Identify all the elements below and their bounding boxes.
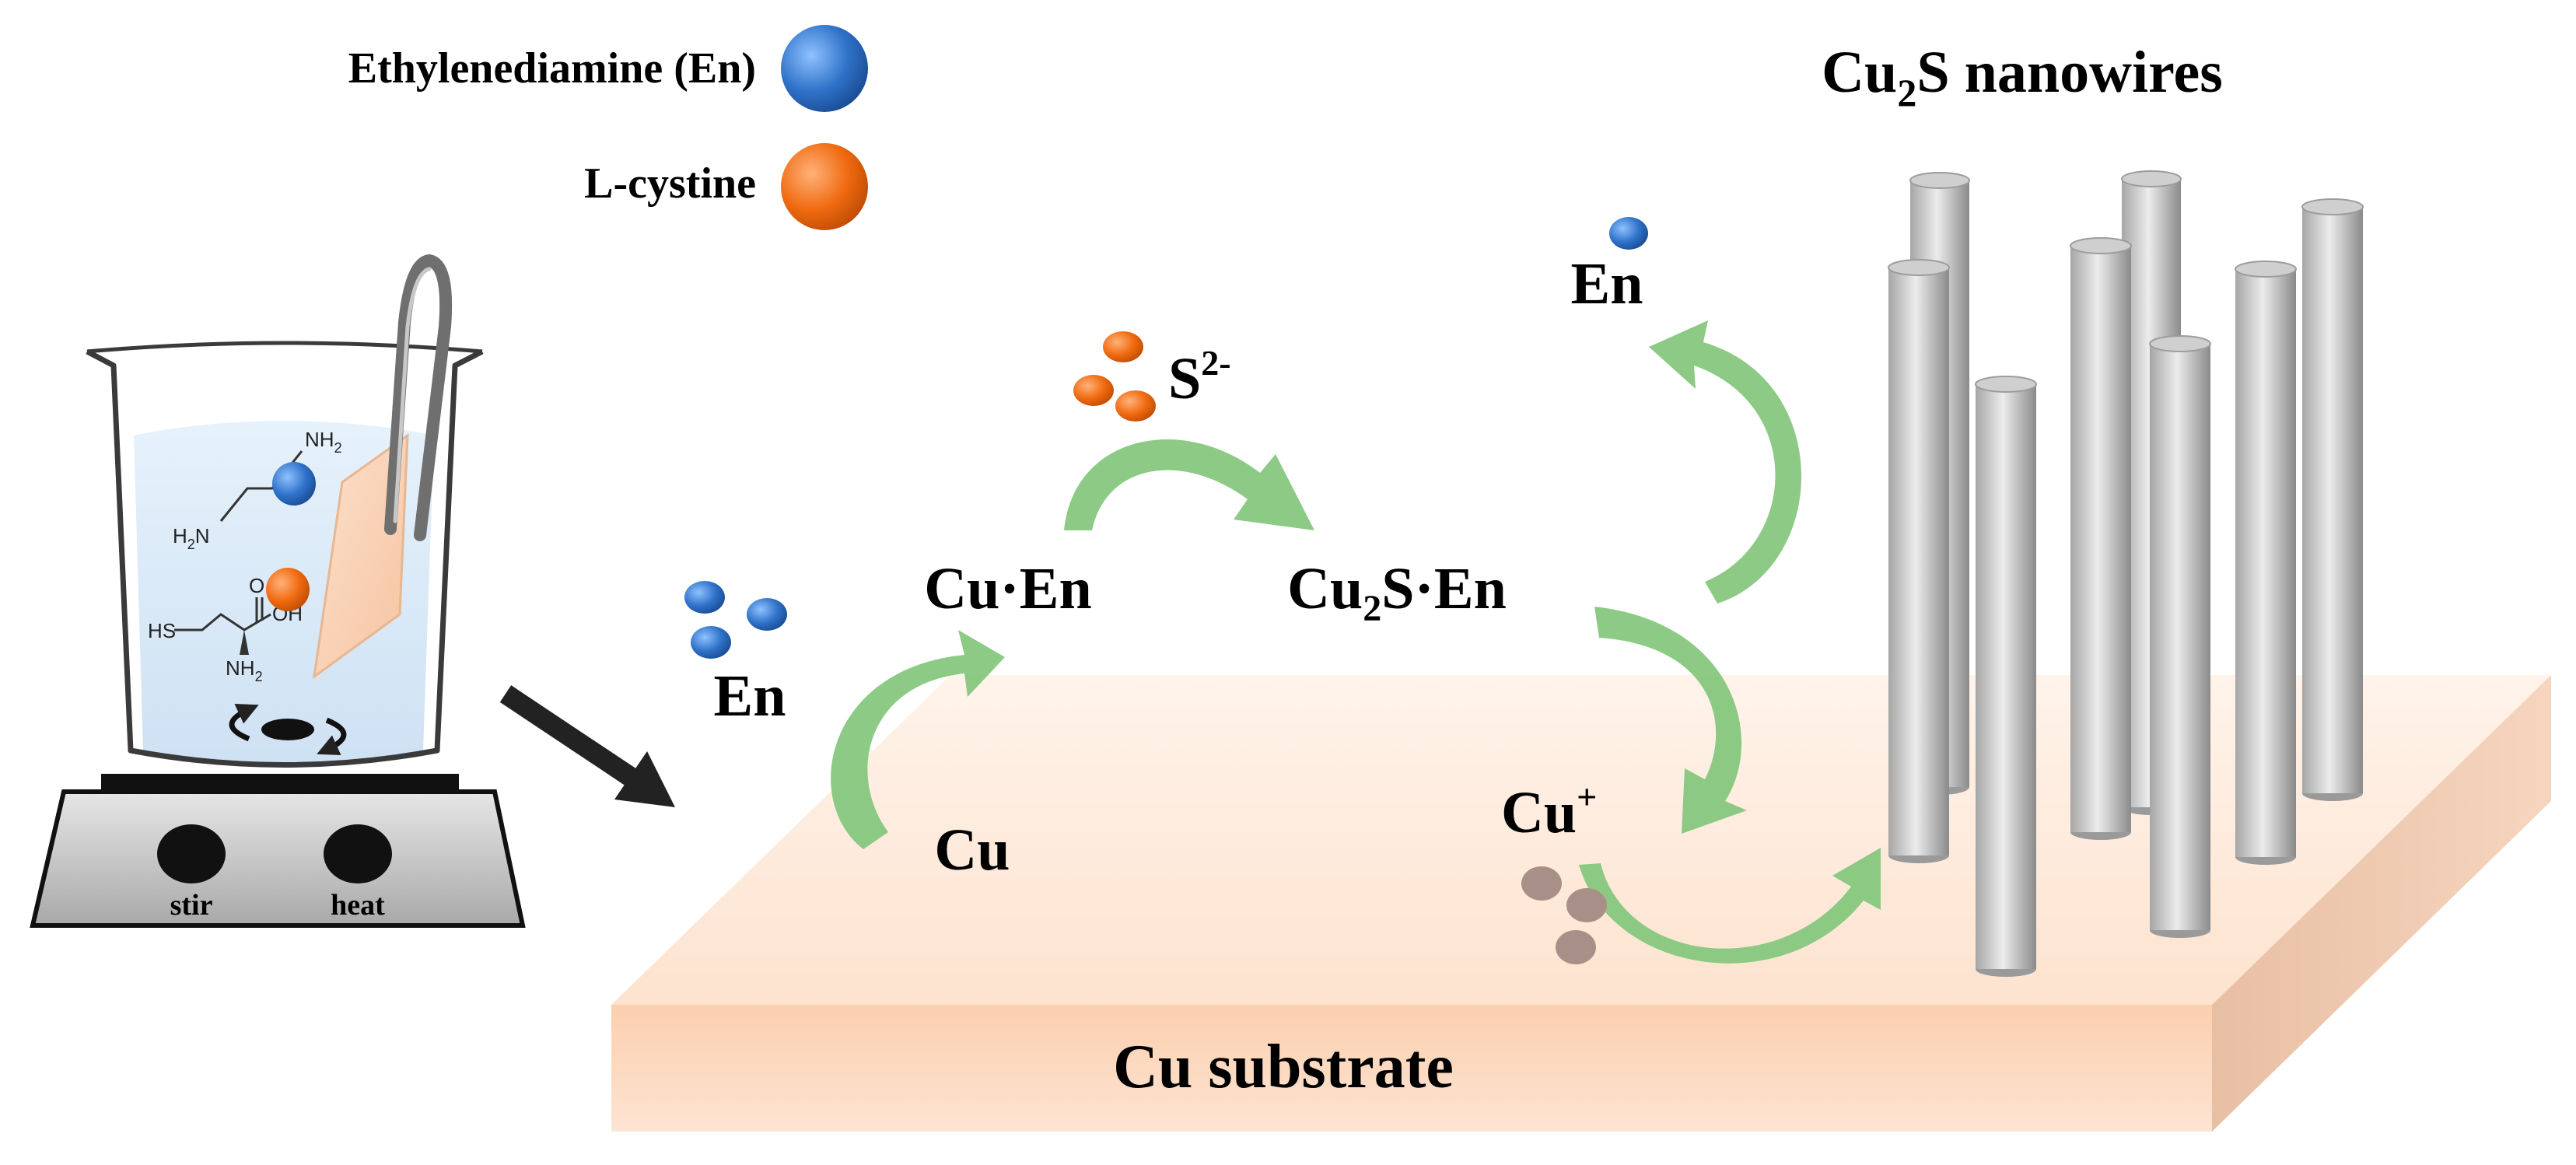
arrow-release-en [1649,320,1802,603]
cys-bonds [174,613,271,631]
beaker-rim [86,341,483,354]
nanowire [2149,335,2211,938]
cu-label: Cu [934,817,1010,883]
nanowire-cap [1975,376,2037,393]
legend-swatch-l-cystine [781,143,868,230]
rotation-arrow-left-icon [229,704,259,742]
en-molecules-left [684,581,787,659]
arrow-cuen-to-cu2sen [1064,439,1314,530]
legend: Ethylenediamine (En) L-cystine [348,25,868,230]
nanowire [2070,237,2132,840]
nanowire-body [1976,384,2036,969]
sulfide-dot [1073,375,1114,406]
nanowire-cap [2070,237,2132,254]
substrate-front-face [611,1005,2212,1132]
sulfide-ions [1073,331,1156,422]
copper-foil [313,432,409,680]
arrow-cu2sen-to-cuplus [1594,607,1747,834]
stir-knob [157,824,226,883]
legend-label-ethylenediamine: Ethylenediamine (En) [348,44,756,93]
sulfide-label: S2- [1168,343,1231,411]
cu-ion-dot [1521,866,1562,901]
beaker-setup: stir heat NH2 H2N HS O OH NH2 [30,254,526,928]
cu2s-en-label: Cu2S·En [1287,556,1507,629]
nanowire-cap [2235,261,2297,278]
beaker-glass [86,348,484,768]
reaction-arrows [831,320,1881,964]
heat-knob [324,824,392,883]
cu-substrate: Cu substrate [611,675,2551,1132]
nanowire-cap [2301,198,2364,215]
cys-sh: HS [148,619,176,642]
sulfide-dot [1103,331,1143,362]
en-dot [691,626,731,659]
process-arrow-icon [499,685,675,807]
nanowire-body [2070,246,2131,832]
tweezers-highlight [393,267,432,523]
en-top-group: NH2 [305,428,342,456]
legend-swatch-ethylenediamine [781,25,868,112]
en-label-left: En [714,663,786,729]
nanowire-cap [1888,259,1950,276]
cys-o: O [249,574,264,597]
process-arrow-shaft [499,685,638,786]
substrate-label: Cu substrate [1113,1033,1454,1101]
cu-ion-dot [1556,930,1596,964]
cu-en-label: Cu·En [924,556,1091,621]
cys-nh2: NH2 [226,656,263,684]
cystine-molecule-ball [266,568,310,611]
ethylenediamine-structure: NH2 H2N [173,428,342,552]
tweezers-icon [384,254,453,541]
nanowire [2235,261,2297,865]
nanowire-cap [1909,172,1970,189]
en-label-right: En [1571,251,1643,317]
legend-label-l-cystine: L-cystine [584,159,756,208]
cu2s-nanowires [1888,170,2364,977]
nanowire-cap [2121,170,2182,187]
cysteine-structure: HS O OH NH2 [148,568,310,684]
en-dot [747,598,787,631]
cu-ion-dot [1566,888,1607,922]
nanowire-body [1888,268,1949,855]
cu-plus-label: Cu+ [1501,777,1597,845]
arrow-cuplus-to-nanowires [1579,848,1881,964]
stir-label: stir [170,889,213,922]
process-arrow-head [614,751,675,807]
nanowire-body [2302,207,2363,793]
nanowire-cap [2149,335,2211,352]
arrow-cu-to-cuen [831,630,1005,849]
en-molecule-ball [272,462,316,506]
heat-label: heat [331,889,385,922]
cu-ions [1521,866,1607,964]
en-dot [684,581,725,614]
en-dot-right [1609,217,1648,250]
en-bottom-group: H2N [173,524,210,552]
stir-bar [261,719,314,740]
sulfide-dot [1115,390,1156,422]
nanowire [1975,376,2037,977]
nanowire [2301,198,2364,801]
cys-wedge [240,630,249,655]
hotplate-body [30,789,526,928]
nanowire-body [2235,269,2296,857]
rotation-arrow-right-icon [317,717,347,755]
nanowire-body [2150,344,2210,930]
nanowire [1888,259,1950,863]
substrate-top-face [611,675,2551,1005]
substrate-side-face [2212,675,2551,1132]
diagram-title: Cu2S nanowires [1822,40,2223,114]
